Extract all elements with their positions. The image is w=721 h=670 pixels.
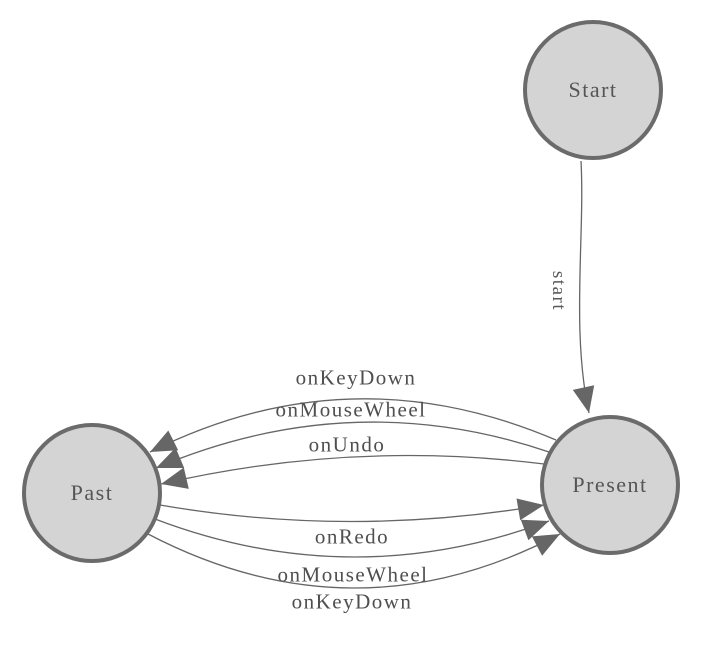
- node-label-present: Present: [572, 472, 648, 497]
- edge-present-to-past-onmousewheel: [155, 421, 550, 469]
- edge-start-to-present: [578, 160, 590, 414]
- edge-label-start: start: [548, 270, 569, 312]
- state-node-present[interactable]: [540, 415, 680, 555]
- state-node-past[interactable]: [22, 423, 162, 563]
- arrowhead-present-to-past-onmousewheel: [156, 447, 185, 468]
- edge-label-onkeydown-upper: onKeyDown: [295, 365, 417, 390]
- edge-past-to-present-onmousewheel: [154, 518, 550, 558]
- edge-label-onmousewheel-upper: onMouseWheel: [275, 397, 427, 422]
- edge-label-onkeydown-lower: onKeyDown: [291, 589, 413, 614]
- node-label-past: Past: [70, 480, 114, 505]
- arrowhead-past-to-present-onkeydown: [531, 534, 560, 556]
- edge-past-to-present-onkeydown: [147, 533, 561, 589]
- arrowhead-past-to-present-onmousewheel: [520, 519, 549, 541]
- edge-present-to-past-onundo: [160, 454, 545, 485]
- arrowhead-present-to-past-onkeydown: [150, 430, 179, 452]
- state-node-start[interactable]: [523, 20, 663, 160]
- arrowhead-past-to-present-onredo: [516, 498, 544, 521]
- edge-label-onundo: onUndo: [308, 432, 386, 457]
- edge-past-to-present-onredo: [159, 504, 545, 523]
- edge-present-to-past-onkeydown: [149, 398, 557, 453]
- node-label-start: Start: [568, 77, 618, 102]
- edge-label-onredo: onRedo: [314, 524, 390, 549]
- arrowhead-present-to-past-onundo: [161, 467, 189, 489]
- edge-label-onmousewheel-lower: onMouseWheel: [277, 562, 429, 587]
- arrowhead-start-to-present: [572, 385, 595, 413]
